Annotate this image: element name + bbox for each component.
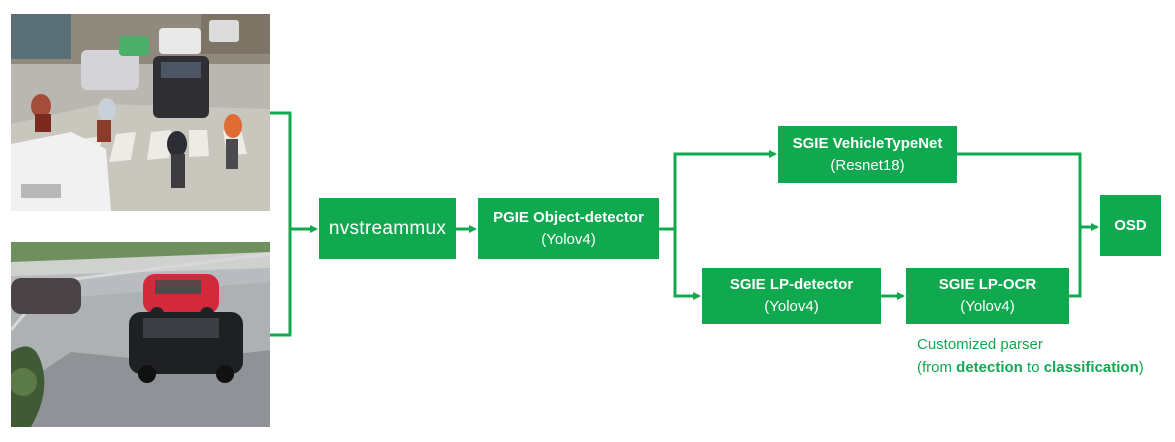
traffic-intersection-photo — [11, 14, 270, 211]
note-from-text: (from — [917, 359, 957, 376]
sgie-lp-detector-title: SGIE LP-detector — [729, 276, 854, 293]
street-cars-photo — [11, 242, 270, 427]
sgie-vehicletypenet-model: (Resnet18) — [830, 156, 905, 174]
sgie-lp-detector-node: SGIE LP-detector (Yolov4) — [702, 268, 881, 324]
note-line-2: (from detection to classification) — [917, 356, 1144, 379]
pgie-node: PGIE Object-detector (Yolov4) — [478, 198, 659, 259]
sgie-lp-detector-model: (Yolov4) — [764, 298, 819, 315]
nvstreammux-label: nvstreammux — [328, 217, 447, 239]
pgie-model: (Yolov4) — [541, 230, 596, 248]
note-detection-text: detection — [956, 359, 1023, 376]
nvstreammux-node: nvstreammux — [319, 198, 456, 259]
note-to-text: to — [1022, 359, 1044, 376]
note-line-1: Customized parser — [917, 336, 1043, 353]
pgie-title: PGIE Object-detector — [493, 208, 644, 226]
note-close-paren: ) — [1138, 359, 1144, 376]
sgie-lp-ocr-title: SGIE LP-OCR — [938, 276, 1037, 293]
note-classification-text: classification — [1043, 359, 1139, 376]
customized-parser-note: Customized parser (from detection to cla… — [917, 333, 1144, 379]
osd-node: OSD — [1100, 195, 1161, 256]
sgie-vehicletypenet-title: SGIE VehicleTypeNet — [792, 134, 943, 152]
sgie-lp-ocr-model: (Yolov4) — [960, 298, 1015, 315]
sgie-lp-ocr-node: SGIE LP-OCR (Yolov4) — [906, 268, 1069, 324]
osd-title: OSD — [1114, 216, 1147, 234]
sgie-vehicletypenet-node: SGIE VehicleTypeNet (Resnet18) — [778, 126, 957, 183]
